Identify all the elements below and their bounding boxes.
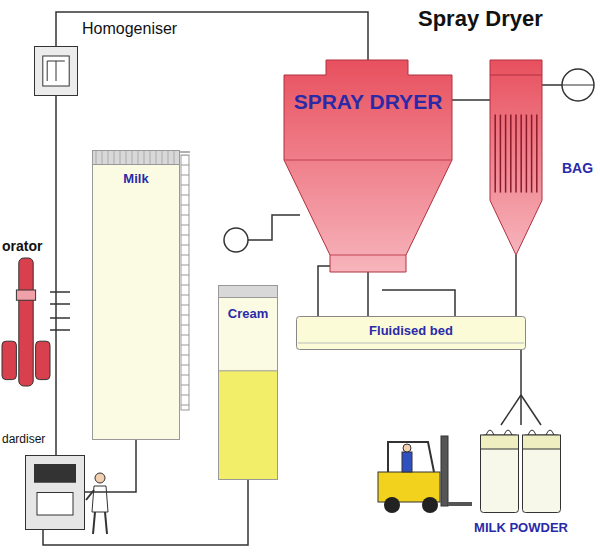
pipe-line bbox=[515, 255, 517, 316]
spray-dryer-chamber: SPRAY DRYER bbox=[284, 60, 452, 272]
exhaust-fan bbox=[542, 69, 594, 101]
pipe-line bbox=[367, 272, 369, 316]
node-label: MILK POWDER bbox=[474, 521, 568, 536]
node-label: BAG bbox=[562, 160, 593, 176]
node-label: SPRAY DRYER bbox=[294, 90, 443, 114]
diagram-title: Spray Dryer bbox=[418, 6, 543, 32]
evaporator: orator bbox=[2, 258, 50, 386]
pipe-line bbox=[520, 350, 522, 425]
cream-tank: Cream bbox=[218, 285, 278, 480]
bag-filter: BAG bbox=[490, 60, 542, 255]
powder-bags-outline bbox=[480, 425, 562, 513]
node-label: Milk bbox=[123, 172, 148, 187]
powder-bags: MILK POWDER bbox=[480, 425, 562, 513]
pipe-line bbox=[55, 96, 57, 455]
node-label: Fluidised bed bbox=[369, 324, 453, 339]
bag-filter-outline bbox=[490, 60, 542, 255]
air-fan bbox=[224, 215, 300, 252]
node-label: dardiser bbox=[2, 433, 45, 447]
dryer-outlet-pipe bbox=[318, 266, 332, 316]
pipe-line bbox=[85, 440, 136, 492]
forklift bbox=[378, 436, 472, 513]
node-label: Homogeniser bbox=[82, 20, 177, 38]
worker-figure bbox=[86, 473, 108, 534]
homogeniser-unit-outline bbox=[34, 46, 78, 96]
evaporator-outline bbox=[2, 258, 50, 386]
node-label: Cream bbox=[228, 307, 268, 322]
homogeniser-unit: Homogeniser bbox=[34, 46, 78, 96]
pipe-line bbox=[452, 99, 490, 101]
node-label: orator bbox=[2, 238, 42, 254]
standardiser-outline bbox=[25, 455, 85, 530]
milk-tank-outline bbox=[92, 150, 180, 440]
milk-tank: Milk bbox=[92, 150, 180, 440]
standardiser: dardiser bbox=[25, 455, 85, 530]
fines-return-pipe bbox=[382, 290, 455, 316]
evaporator-pipes bbox=[50, 292, 70, 330]
pipe-line bbox=[56, 12, 368, 60]
fluidised-bed: Fluidised bed bbox=[296, 316, 526, 350]
